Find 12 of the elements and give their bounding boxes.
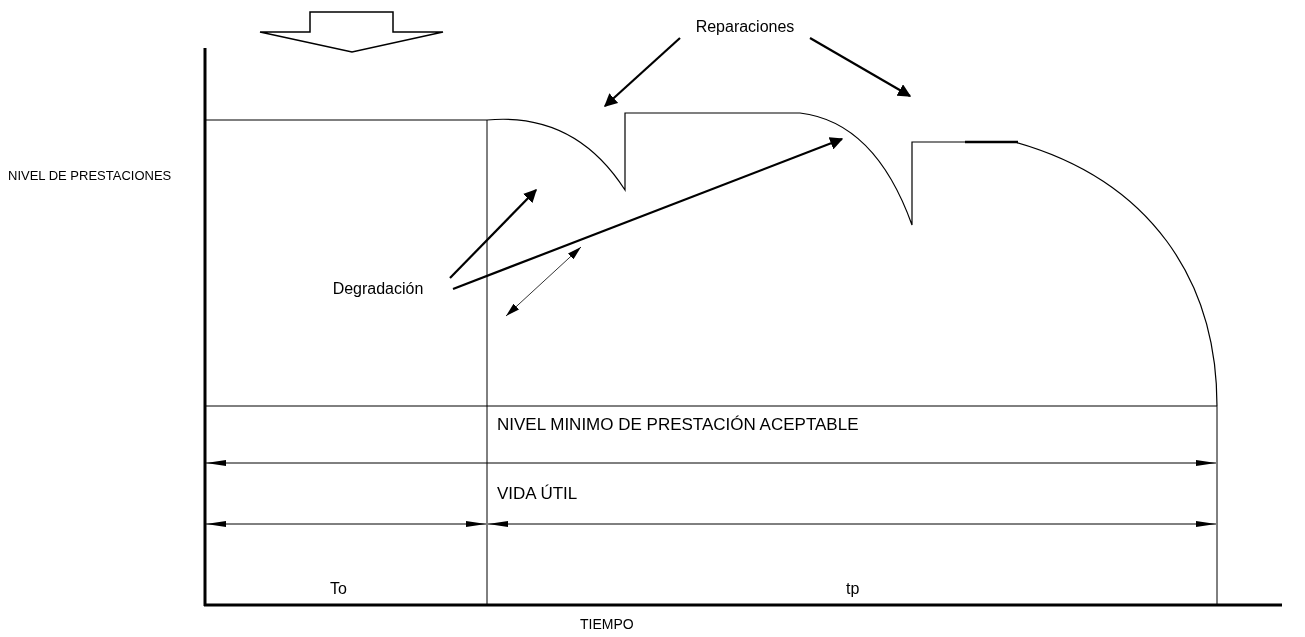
leader-arrow [449, 189, 537, 279]
leader-arrow [452, 137, 844, 291]
callout-text: Degradación [303, 278, 453, 300]
dimension-label: To [330, 579, 347, 599]
leader-arrow [809, 37, 912, 97]
dimension-label: tp [846, 579, 860, 599]
dimension-label: VIDA ÚTIL [497, 483, 578, 505]
axis-label: NIVEL DE PRESTACIONES [8, 167, 173, 185]
leader-arrow [604, 37, 681, 107]
axis-label: TIEMPO [580, 615, 634, 634]
threshold-label: NIVEL MINIMO DE PRESTACIÓN ACEPTABLE [497, 414, 859, 436]
callout-text: Reparaciones [680, 16, 810, 38]
